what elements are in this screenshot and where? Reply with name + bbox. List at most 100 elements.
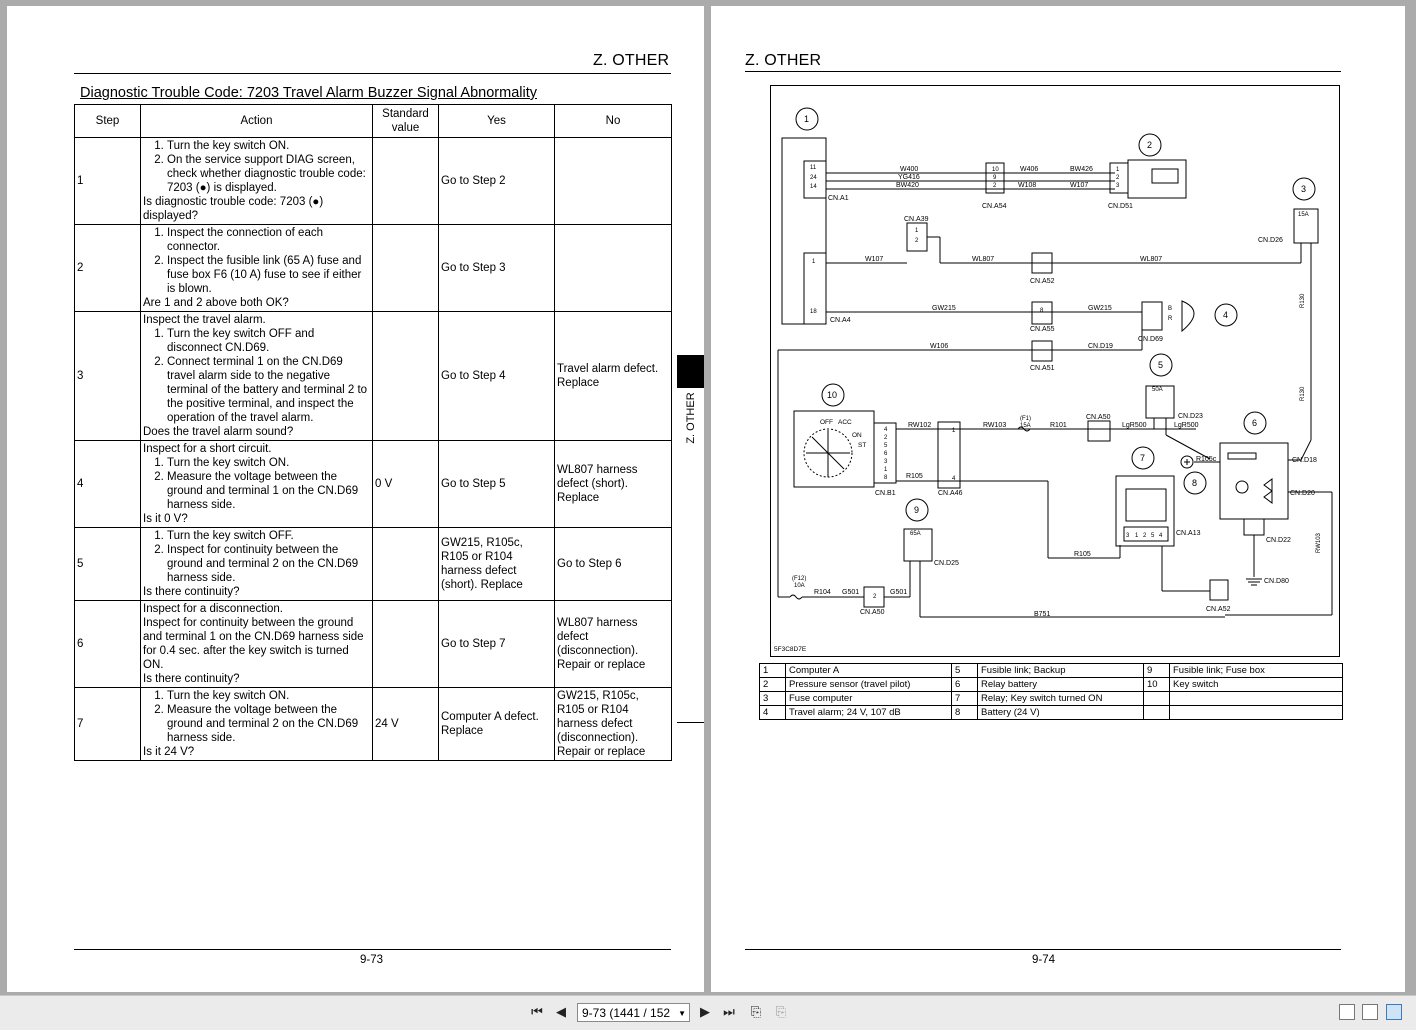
two-page-view-icon[interactable]: [1386, 1004, 1402, 1020]
first-page-icon[interactable]: ⏮: [531, 1005, 543, 1020]
legend-number: 9: [1143, 663, 1170, 678]
connector-a55-shape: [1031, 301, 1053, 325]
wire-label: LgR500: [1122, 422, 1147, 429]
relay-key-switch-box: [1115, 475, 1175, 547]
fuse-label: (F1): [1020, 416, 1031, 422]
pin-b1: 4: [884, 427, 888, 433]
connector-a50-top-shape: [1087, 420, 1111, 442]
legend-label: Relay; Key switch turned ON: [977, 691, 1144, 706]
export-page-icon[interactable]: ⎘: [750, 1005, 762, 1020]
single-page-view-icon[interactable]: [1339, 1004, 1355, 1020]
chevron-down-icon[interactable]: ▼: [678, 1009, 686, 1018]
action-steps: Turn the key switch OFF and disconnect C…: [143, 327, 370, 425]
no-cell: [554, 137, 672, 225]
previous-page-icon[interactable]: ◀: [556, 1005, 566, 1020]
wire-label: B751: [1034, 611, 1050, 618]
pin-d51-3: 3: [1116, 183, 1120, 189]
last-page-icon[interactable]: ⏭: [723, 1005, 735, 1020]
action-step: Turn the key switch ON.: [167, 689, 370, 703]
action-question: Is it 0 V?: [143, 513, 188, 525]
fuse-label: 65A: [910, 531, 921, 537]
wire-label: R130: [1300, 386, 1306, 401]
callout-3: 3: [1301, 184, 1306, 194]
connector-label: CN.D51: [1108, 203, 1133, 210]
action-cell: Inspect for a disconnection.Inspect for …: [140, 600, 373, 688]
connector-label: CN.A54: [982, 203, 1007, 210]
action-step: Inspect the fusible link (65 A) fuse and…: [167, 254, 370, 296]
fuse-box-65a: [903, 528, 933, 562]
pin-b1: 6: [884, 451, 888, 457]
action-question: Are 1 and 2 above both OK?: [143, 297, 289, 309]
pin-a50-2: 2: [873, 594, 877, 600]
connector-label: CN.A55: [1030, 326, 1055, 333]
section-title: Z. OTHER: [593, 52, 670, 69]
pin-b1: 2: [884, 435, 888, 441]
connector-label: CN.D22: [1266, 537, 1291, 544]
wire-label: GW215: [1088, 305, 1112, 312]
wire-label: W107: [865, 256, 883, 263]
wire-label: W406: [1020, 166, 1038, 173]
next-page-icon[interactable]: ▶: [700, 1005, 710, 1020]
wire-label: W107: [1070, 182, 1088, 189]
standard-value-cell: [372, 600, 439, 688]
pin-a39-1: 1: [915, 228, 919, 234]
pin-a46-1: 1: [952, 428, 956, 434]
pin-a54-2: 9: [993, 175, 997, 181]
continuous-view-icon[interactable]: [1362, 1004, 1378, 1020]
legend-number: 1: [759, 663, 786, 678]
step-cell: 7: [74, 687, 141, 761]
connector-label: CN.D18: [1292, 457, 1317, 464]
standard-value-cell: [372, 137, 439, 225]
pressure-sensor-box: [1127, 159, 1187, 199]
pin-a1-2: 24: [810, 175, 817, 181]
legend-number: 6: [951, 677, 978, 692]
connector-label: CN.D25: [934, 560, 959, 567]
switch-position-acc: ACC: [838, 419, 852, 426]
standard-value-cell: [372, 311, 439, 441]
standard-value-cell: [372, 224, 439, 312]
no-cell: Go to Step 6: [554, 527, 672, 601]
legend-number: 7: [951, 691, 978, 706]
figure-code: 5F3C8D7E: [774, 646, 807, 653]
header-rule: [745, 71, 1341, 72]
legend-number: [1143, 691, 1170, 706]
connector-label: CN.A46: [938, 490, 963, 497]
connector-label: CN.A52: [1030, 278, 1055, 285]
legend-number: 2: [759, 677, 786, 692]
table-row: 5Turn the key switch OFF.Inspect for con…: [74, 527, 672, 601]
fuse-label: (F12): [792, 576, 806, 582]
pin-a1-3: 14: [810, 184, 817, 190]
pin-a4-1: 1: [812, 259, 816, 265]
action-text: Inspect for continuity between the groun…: [143, 617, 364, 671]
no-cell: WL807 harness defect (disconnection). Re…: [554, 600, 672, 688]
page-number-field[interactable]: 9-73 (1441 / 152▼: [577, 1003, 690, 1022]
switch-position-off: OFF: [820, 419, 833, 426]
connector-label: CN.A50: [1086, 414, 1111, 421]
action-step: Turn the key switch ON.: [167, 456, 370, 470]
legend-label: [1169, 691, 1343, 706]
pin-a4-18: 18: [810, 309, 817, 315]
connector-a4-shape: [803, 252, 827, 325]
connector-a46-shape: [937, 421, 961, 489]
pin-a13-5: 5: [1151, 533, 1155, 539]
action-cell: Inspect the travel alarm.Turn the key sw…: [140, 311, 373, 441]
legend-number: 10: [1143, 677, 1170, 692]
fuse-label: 10A: [794, 583, 805, 589]
connector-a52-top-shape: [1031, 252, 1053, 274]
standard-value-cell: 24 V: [372, 687, 439, 761]
legend-number: 3: [759, 691, 786, 706]
copy-page-icon[interactable]: ⎘: [775, 1005, 787, 1020]
connector-label: CN.B1: [875, 490, 896, 497]
callout-5: 5: [1158, 360, 1163, 370]
callout-9: 9: [914, 505, 919, 515]
left-page: Z. OTHER Diagnostic Trouble Code: 7203 T…: [7, 6, 704, 992]
action-steps: Turn the key switch OFF.Inspect for cont…: [143, 529, 370, 585]
key-switch-box: [793, 410, 875, 488]
legend-label: Fusible link; Fuse box: [1169, 663, 1343, 678]
side-tab-label: Z. OTHER: [685, 392, 697, 444]
pin-b1: 8: [884, 475, 888, 481]
footer-rule: [745, 949, 1341, 950]
legend-label: Fuse computer: [785, 691, 952, 706]
